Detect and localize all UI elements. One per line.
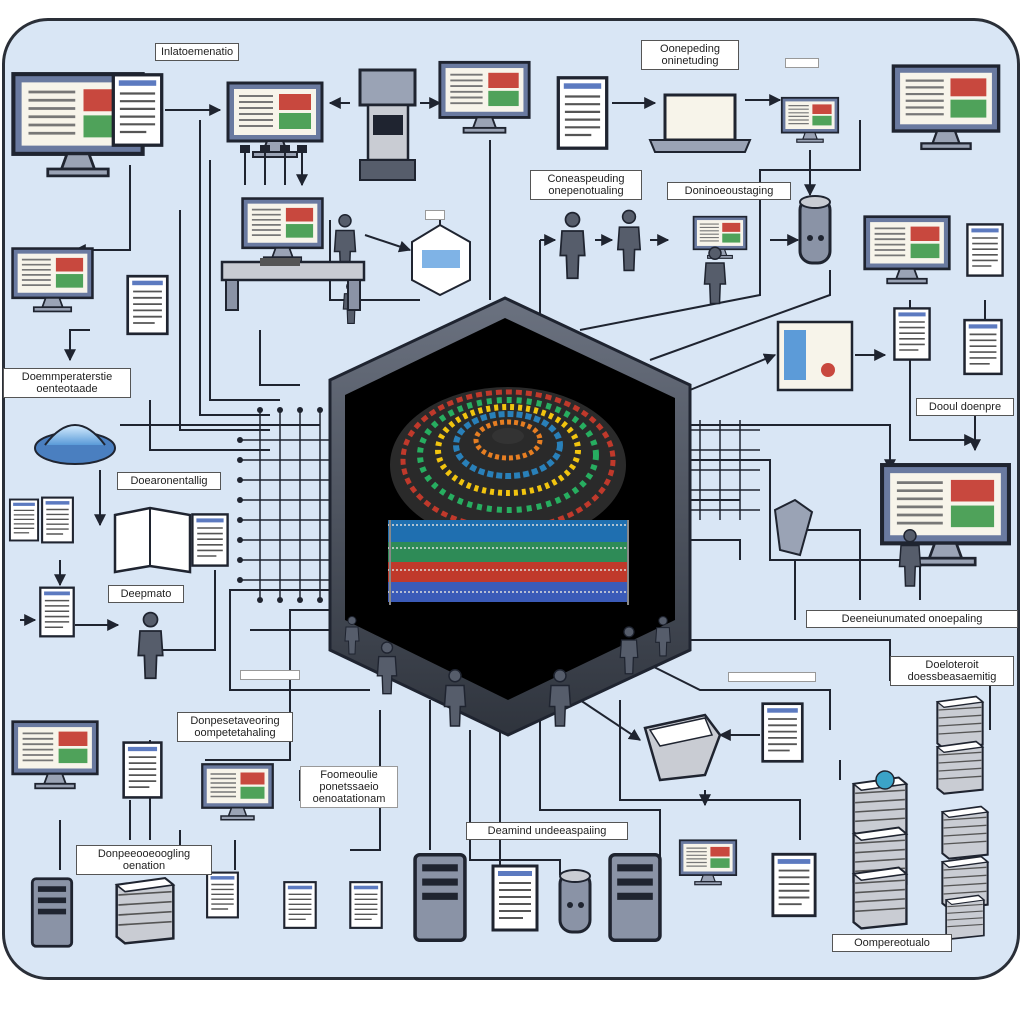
label-left-lower-box: Donpesetaveoring oompetetahaling bbox=[177, 712, 293, 742]
document-stack-icons bbox=[114, 695, 990, 945]
diagram-card-icon bbox=[411, 223, 471, 297]
connector-lines bbox=[20, 94, 991, 900]
blank-tag-top-right bbox=[785, 58, 819, 68]
desk-icon bbox=[220, 145, 366, 311]
filter-cone-icon bbox=[773, 498, 814, 557]
inbox-tray-icon bbox=[643, 713, 722, 782]
label-mid-center-right: Doninoeoustaging bbox=[667, 182, 791, 200]
label-mid-center-left: Coneaspeuding onepenotualing bbox=[530, 170, 642, 200]
label-top-center-right: Oonepeding oninetuding bbox=[641, 40, 739, 70]
blank-tag-mid bbox=[425, 210, 445, 220]
label-top-left-tag: Inlatoemenatio bbox=[155, 43, 240, 61]
label-left-mid-box: Doearonentallig bbox=[117, 472, 221, 490]
hub-pin-grid bbox=[240, 410, 760, 600]
scanner-disc-icon bbox=[34, 424, 116, 465]
hub-cube-icon bbox=[328, 296, 692, 737]
blank-tag-left-bottom bbox=[240, 670, 300, 680]
binder-icons bbox=[113, 320, 854, 574]
blank-tag-right-bottom bbox=[728, 672, 816, 682]
label-center-bottom-box: Deamind undeeaspaiing bbox=[466, 822, 628, 840]
label-bottom-left-box: Donpeeooeoogling oenation bbox=[76, 845, 212, 875]
laptop-icon bbox=[648, 93, 752, 153]
label-right-upper-box: Dooul doenpre bbox=[916, 398, 1014, 416]
database-icons bbox=[558, 195, 832, 934]
label-right-wide-box: Deeneiunumated onoepaling bbox=[806, 610, 1018, 628]
label-bottom-right-box: Oompereotualo bbox=[832, 934, 952, 952]
hub-pin-dots bbox=[237, 407, 323, 603]
printer-icon bbox=[358, 68, 417, 181]
label-left-person-box: Deepmato bbox=[108, 585, 184, 603]
label-right-lower-box: Doeloteroit doessbeasaemitig bbox=[890, 656, 1014, 686]
label-left-upper-box: Doemmperaterstie oenteotaade bbox=[3, 368, 131, 398]
label-center-lower-box: Foomeoulie ponetssaeio oenoatationam bbox=[300, 766, 398, 808]
